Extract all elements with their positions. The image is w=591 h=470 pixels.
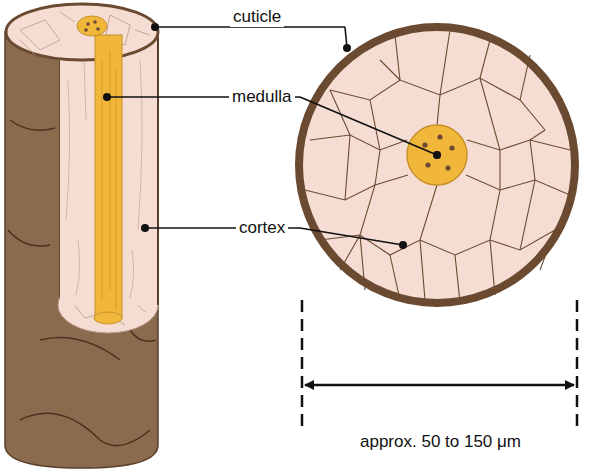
part-label: cuticle [230, 7, 284, 27]
part-label: cortex [236, 218, 288, 238]
part-label: medulla [229, 87, 295, 107]
dimension-label: approx. 50 to 150 μm [357, 432, 524, 452]
